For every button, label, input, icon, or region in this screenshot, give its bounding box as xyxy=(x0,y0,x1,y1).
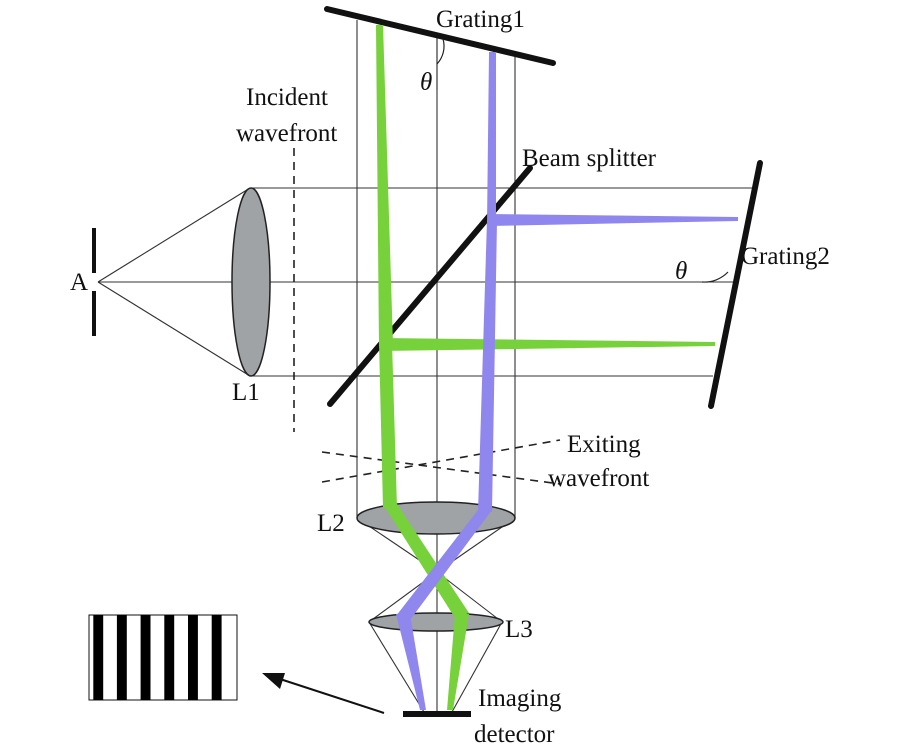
wavefronts xyxy=(293,148,561,485)
fringe-stripe xyxy=(211,615,222,700)
label-lens3: L3 xyxy=(505,616,533,643)
violet-beam-to-grating2 xyxy=(488,214,738,226)
violet-beam-to-detector xyxy=(396,614,426,710)
fringe-stripe xyxy=(164,615,175,700)
lens-l1 xyxy=(231,187,271,377)
lens-l3 xyxy=(368,612,504,632)
violet-beam-vertical-upper xyxy=(487,52,496,225)
fringe-pattern xyxy=(88,614,238,701)
label-theta-top: θ xyxy=(420,69,432,96)
exiting-wavefront-b xyxy=(321,439,561,483)
fringe-stripe xyxy=(140,615,151,700)
ray-aperture-to-lens1-top xyxy=(97,187,251,283)
grating2 xyxy=(708,160,763,409)
arrow-head xyxy=(262,673,285,689)
green-beam-vertical-upper xyxy=(376,25,393,348)
cone-l3-bottom-left xyxy=(368,621,425,713)
label-aperture: A xyxy=(70,269,88,296)
violet-beam xyxy=(396,52,738,710)
green-beam-cross xyxy=(383,504,469,618)
beam-splitter xyxy=(327,165,533,407)
fringe-stripe xyxy=(188,615,198,700)
label-exiting-wavefront-line1: Exiting xyxy=(567,431,641,458)
violet-beam-cross xyxy=(396,510,492,620)
label-theta-right: θ xyxy=(675,258,687,285)
grating1 xyxy=(324,6,556,66)
exiting-wavefront-a xyxy=(321,451,561,485)
fringe-stripe xyxy=(116,615,127,700)
green-beam-vertical-lower xyxy=(379,342,397,508)
label-grating1: Grating1 xyxy=(436,6,525,33)
green-beam-to-grating2 xyxy=(381,338,715,351)
cone-l3-top-right xyxy=(436,571,503,623)
fringe-stripes xyxy=(93,615,222,700)
label-lens2: L2 xyxy=(317,510,345,537)
green-beam xyxy=(376,25,715,710)
ray-lines xyxy=(97,20,752,713)
label-grating2: Grating2 xyxy=(741,243,830,270)
fringe-stripe xyxy=(93,615,104,700)
arrow-shaft xyxy=(279,678,385,714)
violet-beam-vertical-lower xyxy=(478,220,497,512)
label-incident-wavefront-line1: Incident xyxy=(246,84,328,111)
label-beam-splitter: Beam splitter xyxy=(522,145,657,172)
theta-arc-right xyxy=(701,271,729,283)
label-lens1: L1 xyxy=(232,379,260,406)
cone-l3-bottom-right xyxy=(451,621,503,713)
green-beam-to-detector xyxy=(447,614,469,710)
theta-arc-top xyxy=(436,38,445,65)
ray-aperture-to-lens1-bottom xyxy=(97,281,251,377)
detector-to-fringes-arrow xyxy=(262,673,385,714)
label-imaging-detector-line2: detector xyxy=(474,721,555,748)
label-exiting-wavefront-line2: wavefront xyxy=(548,465,649,492)
label-imaging-detector-line1: Imaging xyxy=(478,685,562,712)
label-incident-wavefront-line2: wavefront xyxy=(236,120,337,147)
